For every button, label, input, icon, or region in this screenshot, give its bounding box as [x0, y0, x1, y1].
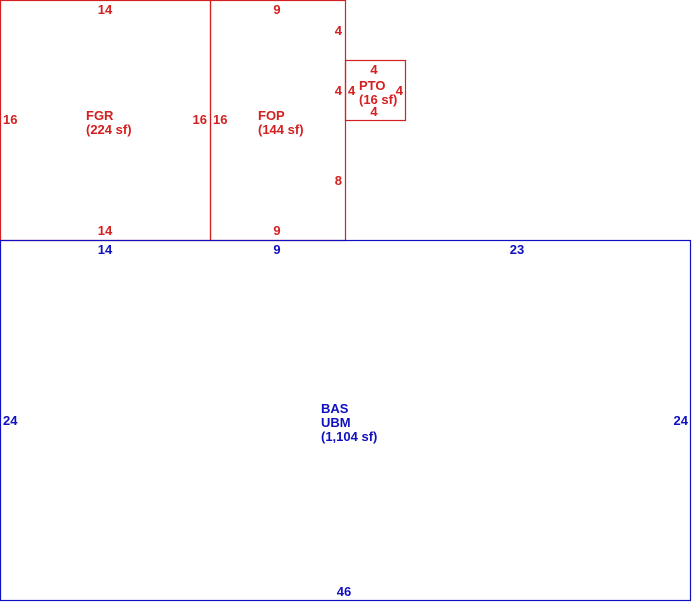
fgr-dim-bottom: 14 [98, 223, 113, 238]
fop-area-label: (144 sf) [258, 122, 304, 137]
bas-dim-bottom: 46 [337, 584, 351, 599]
fgr-area-label: (224 sf) [86, 122, 132, 137]
pto-dim-left: 4 [348, 83, 356, 98]
fgr-dim-top: 14 [98, 2, 113, 17]
fop-dim-left: 16 [213, 112, 227, 127]
bas-dim-top-middle: 9 [273, 242, 280, 257]
bas-area: 14 9 23 46 24 24 BAS UBM (1,104 sf) [0, 239, 692, 602]
fop-dim-top: 9 [273, 2, 280, 17]
fop-dim-bottom: 9 [273, 223, 280, 238]
bas-subcode-label: UBM [321, 415, 351, 430]
pto-area: 4 4 4 4 PTO (16 sf) [344, 59, 407, 122]
pto-area-label: (16 sf) [359, 92, 397, 107]
fgr-code-label: FGR [86, 108, 114, 123]
bas-area-label: (1,104 sf) [321, 429, 377, 444]
fop-dim-right-middle: 4 [335, 83, 343, 98]
bas-outline [0, 239, 692, 602]
pto-dim-bottom: 4 [370, 104, 378, 119]
bas-dim-right: 24 [674, 413, 689, 428]
bas-dim-left: 24 [3, 413, 18, 428]
fop-code-label: FOP [258, 108, 285, 123]
pto-dim-top: 4 [370, 62, 378, 77]
pto-outline [344, 59, 407, 122]
fop-dim-right-lower: 8 [335, 173, 342, 188]
bas-code-label: BAS [321, 401, 349, 416]
fop-dim-right-upper: 4 [335, 23, 343, 38]
fgr-dim-left: 16 [3, 112, 17, 127]
pto-dim-right: 4 [396, 83, 404, 98]
fgr-dim-right: 16 [193, 112, 207, 127]
bas-dim-top-left: 14 [98, 242, 113, 257]
fgr-area: 14 14 16 16 FGR (224 sf) [0, 0, 212, 242]
pto-code-label: PTO [359, 78, 386, 93]
fop-area: 9 9 16 4 4 8 FOP (144 sf) [209, 0, 347, 242]
bas-dim-top-right: 23 [510, 242, 524, 257]
